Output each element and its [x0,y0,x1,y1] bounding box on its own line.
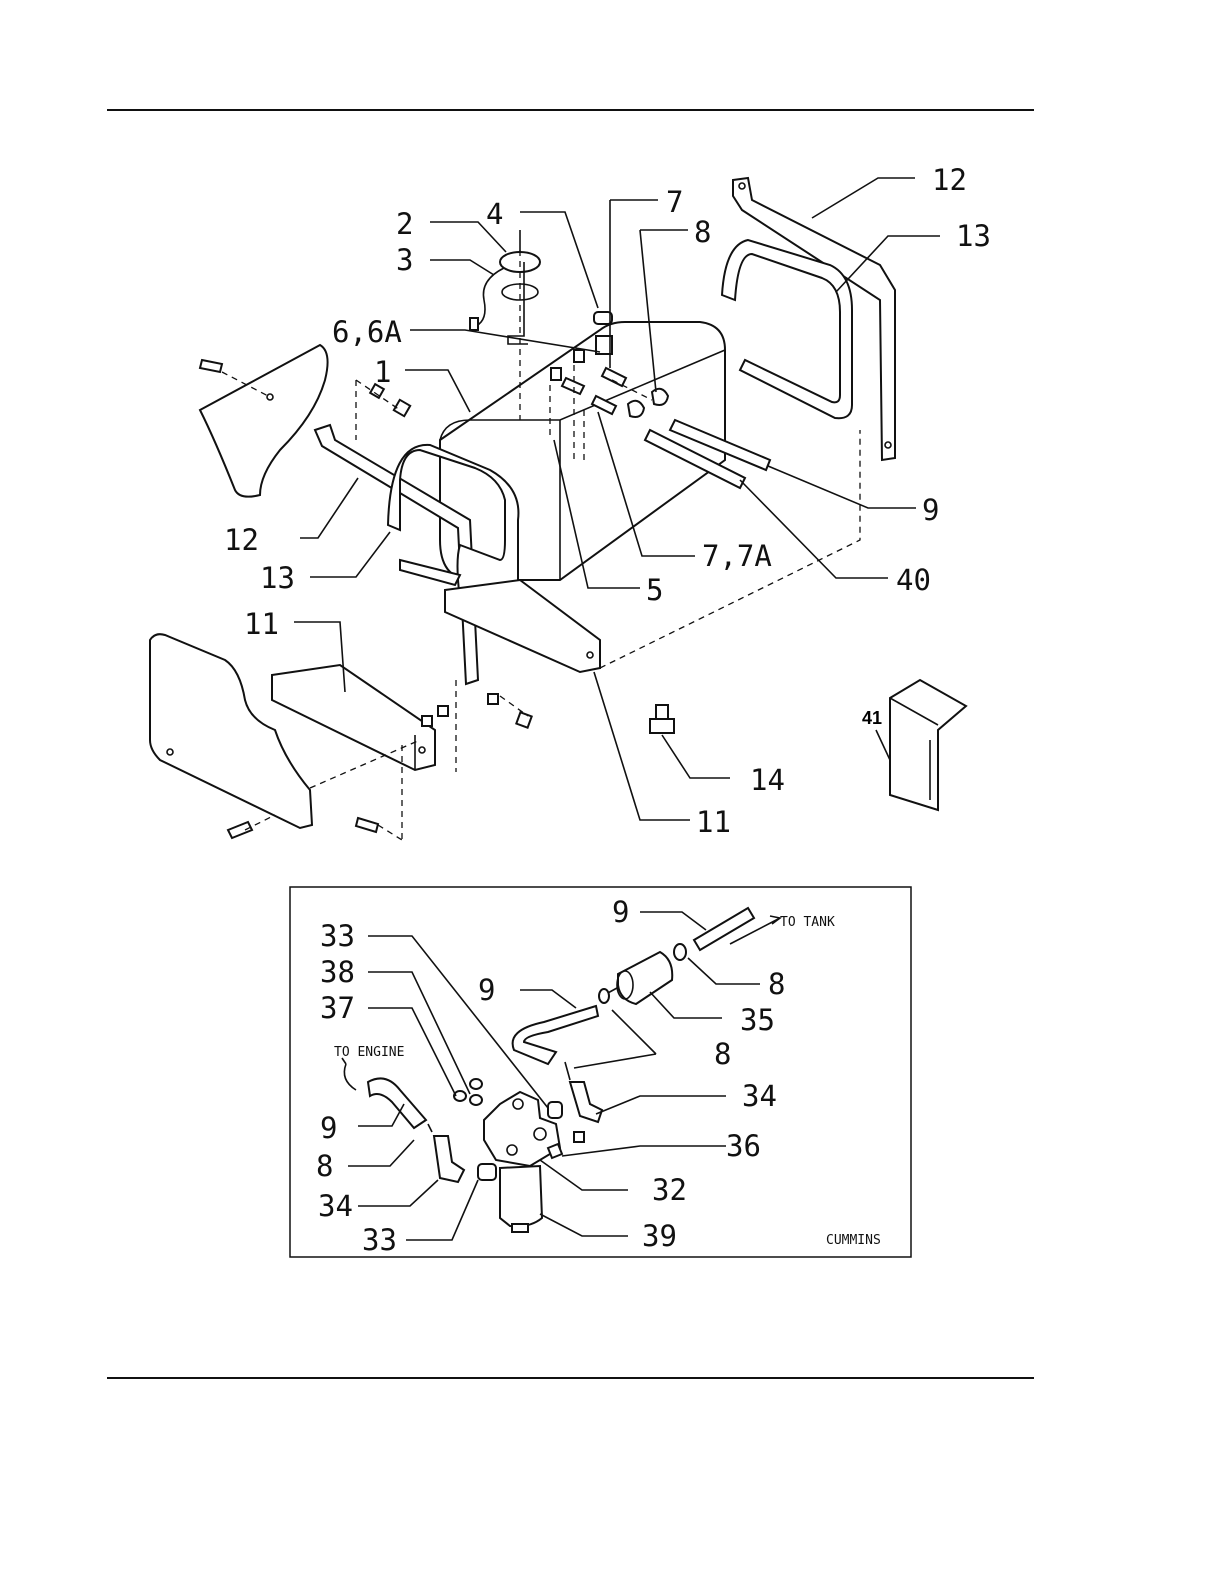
callout-11-right: 11 [696,805,731,839]
callout-12-right: 12 [932,163,967,197]
callout-6-6a: 6,6A [332,315,402,349]
callout-2: 2 [396,207,413,241]
callout-32: 32 [652,1173,687,1207]
callout-41: 41 [862,708,882,728]
cummins-label: CUMMINS [826,1233,881,1248]
callout-33-upper: 33 [320,919,355,953]
callout-3: 3 [396,243,413,277]
callout-4: 4 [486,197,503,231]
filter-detail-frame [290,887,911,1257]
callout-13-right: 13 [956,219,991,253]
callout-9: 9 [922,493,939,527]
callout-9-tank: 9 [612,895,629,929]
callout-14: 14 [750,763,785,797]
to-engine-label: TO ENGINE [334,1045,404,1060]
callout-34-right: 34 [742,1079,777,1113]
callout-9-engine: 9 [320,1111,337,1145]
callout-5: 5 [646,573,663,607]
callout-12-left: 12 [224,523,259,557]
strap-12-right [733,178,895,460]
callout-40: 40 [896,563,931,597]
callout-11-left: 11 [244,607,279,641]
callout-36: 36 [726,1129,761,1163]
bracket-41 [890,680,966,810]
callout-1: 1 [374,355,391,389]
callout-8-right: 8 [768,967,785,1001]
callout-34-left: 34 [318,1189,353,1223]
callout-9-middle: 9 [478,973,495,1007]
callout-8-left: 8 [316,1149,333,1183]
left-end-panel-lower [150,634,312,828]
callout-7-7a: 7,7A [702,539,772,573]
callout-38: 38 [320,955,355,989]
crossbar-11 [272,560,600,770]
to-tank-label: TO TANK [780,915,835,930]
strap-13-right [722,240,852,418]
callout-33-lower: 33 [362,1223,397,1257]
callout-8-middle: 8 [714,1037,731,1071]
callout-7-top: 7 [666,185,683,219]
callout-39: 39 [642,1219,677,1253]
callout-35: 35 [740,1003,775,1037]
leaders-inset [348,912,760,1240]
callout-37: 37 [320,991,355,1025]
callout-13-left: 13 [260,561,295,595]
callout-8-top: 8 [694,215,711,249]
